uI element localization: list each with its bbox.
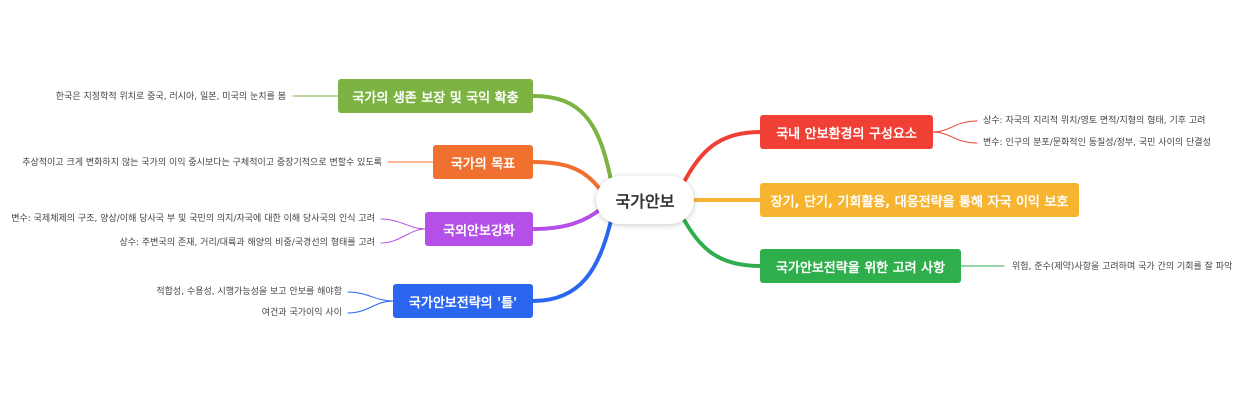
topic-domestic-environment[interactable]: 국내 안보환경의 구성요소 bbox=[760, 115, 933, 149]
subtopic-domestic-variables[interactable]: 변수: 인구의 분포/문화적인 동질성/정부, 국민 사이의 단결성 bbox=[983, 138, 1211, 148]
leaf-connector-ext-var bbox=[380, 218, 426, 230]
connector-considerations bbox=[680, 214, 762, 268]
subtopic-strategy-criteria[interactable]: 적합성, 수용성, 시행가능성을 보고 안보를 해야함 bbox=[156, 287, 342, 297]
leaf-connector-criteria bbox=[347, 291, 394, 302]
topic-national-goal[interactable]: 국가의 목표 bbox=[433, 145, 533, 179]
leaf-connector-dom-const bbox=[932, 120, 978, 133]
connector-goal bbox=[531, 160, 604, 194]
leaf-connector-ext-const bbox=[380, 228, 426, 244]
connector-domestic bbox=[680, 130, 762, 188]
connector-external bbox=[531, 206, 604, 231]
subtopic-geopolitics[interactable]: 한국은 지정학적 위치로 중국, 러시아, 일본, 미국의 눈치를 봄 bbox=[55, 92, 286, 102]
topic-strategy-considerations[interactable]: 국가안보전략을 위한 고려 사항 bbox=[760, 249, 961, 283]
leaf-connector-context bbox=[347, 300, 394, 314]
subtopic-external-constants[interactable]: 상수: 주변국의 존재, 거리/대륙과 해양의 비중/국경선의 형태를 고려 bbox=[119, 238, 375, 248]
subtopic-risk-consideration[interactable]: 위험, 준수(제약)사항을 고려하며 국가 간의 기회를 잘 파악 bbox=[1012, 262, 1233, 272]
subtopic-domestic-constants[interactable]: 상수: 자국의 지리적 위치/영토 면적/지형의 형태, 기후 고려 bbox=[983, 116, 1206, 126]
subtopic-strategy-context[interactable]: 여건과 국가이익 사이 bbox=[261, 308, 342, 318]
central-topic[interactable]: 국가안보 bbox=[596, 176, 694, 224]
topic-national-survival[interactable]: 국가의 생존 보장 및 국익 확충 bbox=[338, 79, 533, 113]
connector-survival bbox=[531, 94, 614, 188]
leaf-connector-dom-var bbox=[932, 131, 978, 144]
subtopic-external-variables[interactable]: 변수: 국제체제의 구조, 양상/이해 당사국 부 및 국민의 의지/자국에 대… bbox=[11, 214, 375, 224]
subtopic-goal-detail[interactable]: 추상적이고 크게 변화하지 않는 국가의 이익 중시보다는 구체적이고 중장기적… bbox=[22, 158, 382, 168]
topic-interest-protection[interactable]: 장기, 단기, 기회활용, 대응전략을 통해 자국 이익 보호 bbox=[760, 183, 1079, 217]
topic-strategy-frame[interactable]: 국가안보전략의 '틀' bbox=[393, 284, 533, 318]
topic-external-security[interactable]: 국외안보강화 bbox=[425, 212, 533, 246]
connector-frame bbox=[531, 214, 614, 303]
